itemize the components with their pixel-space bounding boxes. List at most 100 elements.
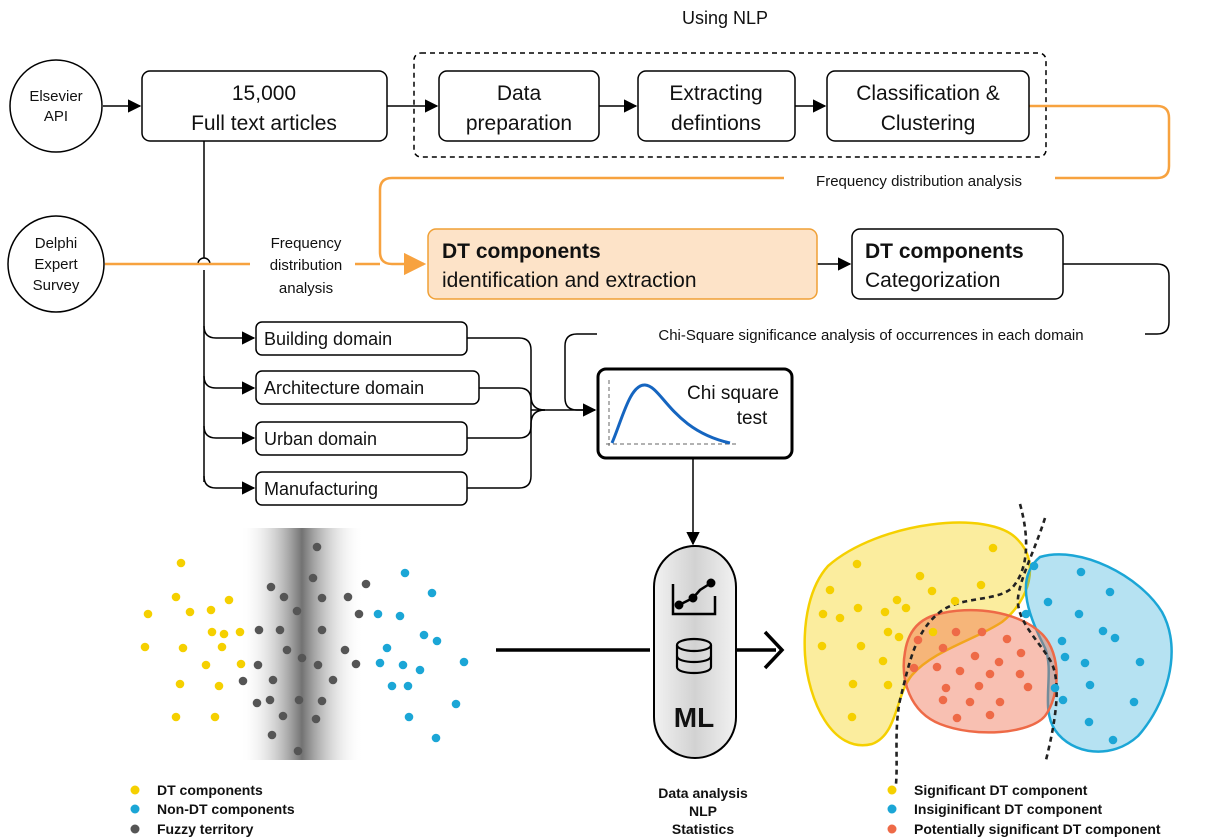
potentially-significant-point: [951, 627, 961, 637]
fuzzy-point: [351, 659, 361, 669]
svg-text:Frequency: Frequency: [271, 235, 342, 252]
fuzzy-point: [343, 592, 353, 602]
fuzzy-point: [311, 714, 321, 724]
insignificant-point: [1058, 695, 1068, 705]
significant-point: [852, 559, 862, 569]
insignificant-point: [1084, 717, 1094, 727]
significant-point: [847, 712, 857, 722]
fuzzy-point: [297, 653, 307, 663]
edge-classify-freq-b: [378, 176, 784, 276]
fuzzy-point: [313, 660, 323, 670]
edge-urban-merge: [467, 410, 532, 439]
fuzzy-point: [292, 606, 302, 616]
potentially-significant-point: [977, 627, 987, 637]
svg-text:15,000: 15,000: [232, 82, 296, 105]
dt-component-point: [140, 642, 150, 652]
edge-trunk-building: [203, 325, 256, 345]
orange-edges: [105, 104, 1171, 276]
non-dt-component-point: [415, 665, 425, 675]
non-dt-component-point: [373, 609, 383, 619]
dt-component-point: [235, 627, 245, 637]
dt-component-point: [207, 627, 217, 637]
svg-text:Classification &: Classification &: [856, 82, 1000, 105]
edge-trunk-hop: [197, 257, 211, 265]
fuzzy-point: [317, 625, 327, 635]
right-cluster-plot: [803, 503, 1173, 785]
potentially-significant-point: [1023, 682, 1033, 692]
potentially-significant-point: [955, 666, 965, 676]
insignificant-point: [1076, 567, 1086, 577]
fuzzy-point: [254, 625, 264, 635]
svg-text:DT components: DT components: [865, 240, 1024, 263]
svg-text:Potentially significant DT com: Potentially significant DT component: [914, 821, 1161, 837]
potentially-significant-point: [970, 651, 980, 661]
dt-component-point: [217, 642, 227, 652]
nlp-group-title: Using NLP: [682, 8, 768, 28]
svg-text:identification and extraction: identification and extraction: [442, 269, 697, 292]
non-dt-component-point: [398, 660, 408, 670]
dt-component-point: [224, 595, 234, 605]
edge-building-merge: [467, 337, 546, 411]
edge-trunk-urban: [203, 425, 256, 445]
fuzzy-point: [340, 645, 350, 655]
node-data-preparation: Data preparation: [438, 70, 600, 142]
svg-text:distribution: distribution: [270, 257, 343, 274]
dt-component-point: [210, 712, 220, 722]
potentially-significant-point: [994, 657, 1004, 667]
significant-point: [883, 680, 893, 690]
svg-text:Clustering: Clustering: [881, 112, 976, 135]
fuzzy-point: [308, 573, 318, 583]
svg-text:Survey: Survey: [33, 277, 80, 294]
svg-text:Urban domain: Urban domain: [264, 429, 377, 449]
non-dt-component-point: [431, 733, 441, 743]
potentially-significant-point: [938, 695, 948, 705]
legend-item-fuzzy-territory: Fuzzy territory: [130, 821, 254, 837]
significant-point: [853, 603, 863, 613]
svg-text:NLP: NLP: [689, 803, 717, 819]
cluster-significant: [803, 521, 1032, 747]
legend-item-significant: Significant DT component: [887, 782, 1088, 798]
insignificant-point: [1129, 697, 1139, 707]
significant-point: [880, 607, 890, 617]
svg-text:defintions: defintions: [671, 112, 761, 135]
non-dt-component-point: [395, 611, 405, 621]
svg-text:DT components: DT components: [442, 240, 601, 263]
svg-text:Building domain: Building domain: [264, 329, 392, 349]
nlp-group-frame: [413, 52, 1047, 158]
fuzzy-point: [328, 675, 338, 685]
significant-point: [883, 627, 893, 637]
fuzzy-point: [266, 582, 276, 592]
boundary-line-1: [894, 503, 1028, 785]
insignificant-point: [1043, 597, 1053, 607]
svg-text:DT components: DT components: [157, 782, 263, 798]
dt-component-point: [175, 679, 185, 689]
fuzzy-point: [253, 660, 263, 670]
edge-trunk-architecture: [203, 375, 256, 395]
black-edges: [103, 99, 1170, 546]
fuzzy-point: [267, 730, 277, 740]
edge-architecture-merge: [479, 387, 532, 410]
left-scatter-points: [140, 542, 469, 756]
non-dt-component-point: [451, 699, 461, 709]
svg-text:preparation: preparation: [466, 112, 572, 135]
non-dt-component-point: [404, 712, 414, 722]
fuzzy-point: [293, 746, 303, 756]
insignificant-point: [1135, 657, 1145, 667]
fuzzy-point: [317, 696, 327, 706]
dt-component-point: [143, 609, 153, 619]
insignificant-point: [1080, 658, 1090, 668]
significant-point: [818, 609, 828, 619]
insignificant-point: [1060, 652, 1070, 662]
svg-text:Statistics: Statistics: [672, 821, 734, 837]
line-chart-icon: [671, 578, 717, 616]
boundary-line-2: [1016, 517, 1058, 761]
potentially-significant-point: [995, 697, 1005, 707]
significant-point: [976, 580, 986, 590]
fuzzy-band: [240, 528, 364, 760]
domain-building: Building domain: [255, 321, 468, 356]
svg-text:Delphi: Delphi: [35, 235, 78, 252]
node-extracting-definitions: Extracting defintions: [637, 70, 796, 142]
significant-point: [927, 586, 937, 596]
svg-text:ML: ML: [674, 702, 714, 733]
fuzzy-point: [361, 579, 371, 589]
